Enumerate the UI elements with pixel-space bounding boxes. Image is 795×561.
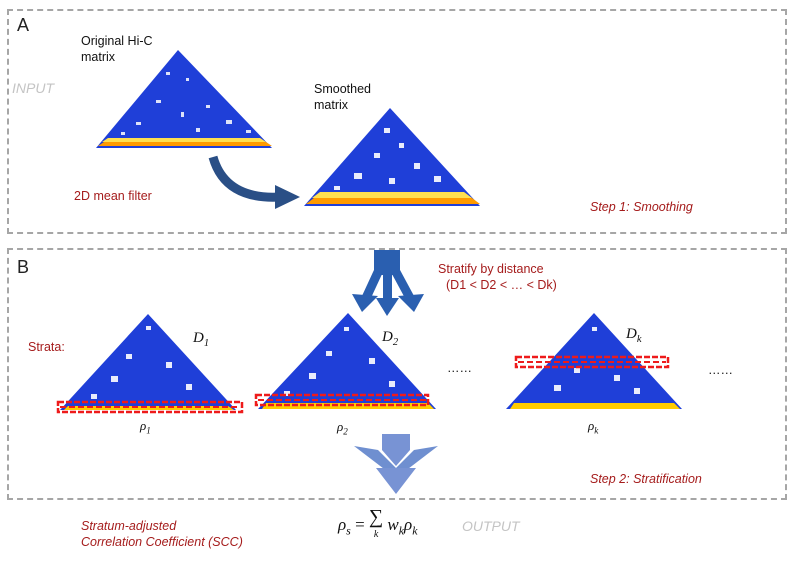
stratum-matrix-2 <box>254 313 436 409</box>
stratify-arrow <box>352 250 424 316</box>
step1-label: Step 1: Smoothing <box>590 200 693 214</box>
step2-label: Step 2: Stratification <box>590 472 702 486</box>
ellipsis-2: …… <box>708 363 733 377</box>
strata-label: Strata: <box>28 340 65 354</box>
input-label: INPUT <box>12 80 54 96</box>
original-matrix <box>96 50 272 148</box>
d-label-1: D1 <box>193 330 210 349</box>
smoothed-matrix <box>304 108 480 206</box>
stratify-label: Stratify by distance (D1 < D2 < … < Dk) <box>438 262 557 292</box>
panel-b <box>7 248 787 500</box>
filter-label: 2D mean filter <box>74 189 152 203</box>
panel-b-label: B <box>17 257 30 277</box>
d-label-k: Dk <box>626 326 642 345</box>
rho-label-1: ρ1 <box>140 418 151 436</box>
stratum-matrix-k <box>506 313 682 409</box>
scc-formula: ρs = ∑ k wkρk <box>338 506 418 540</box>
panel-a <box>7 9 787 234</box>
d-label-2: D2 <box>382 329 399 348</box>
curved-arrow <box>208 155 300 209</box>
output-label: OUTPUT <box>462 518 520 534</box>
rho-label-2: ρ2 <box>337 419 348 437</box>
merge-arrow <box>354 434 438 494</box>
stratum-matrix-1 <box>56 314 244 414</box>
rho-label-k: ρk <box>588 418 599 436</box>
ellipsis-1: …… <box>447 361 472 375</box>
panel-a-label: A <box>17 15 30 35</box>
